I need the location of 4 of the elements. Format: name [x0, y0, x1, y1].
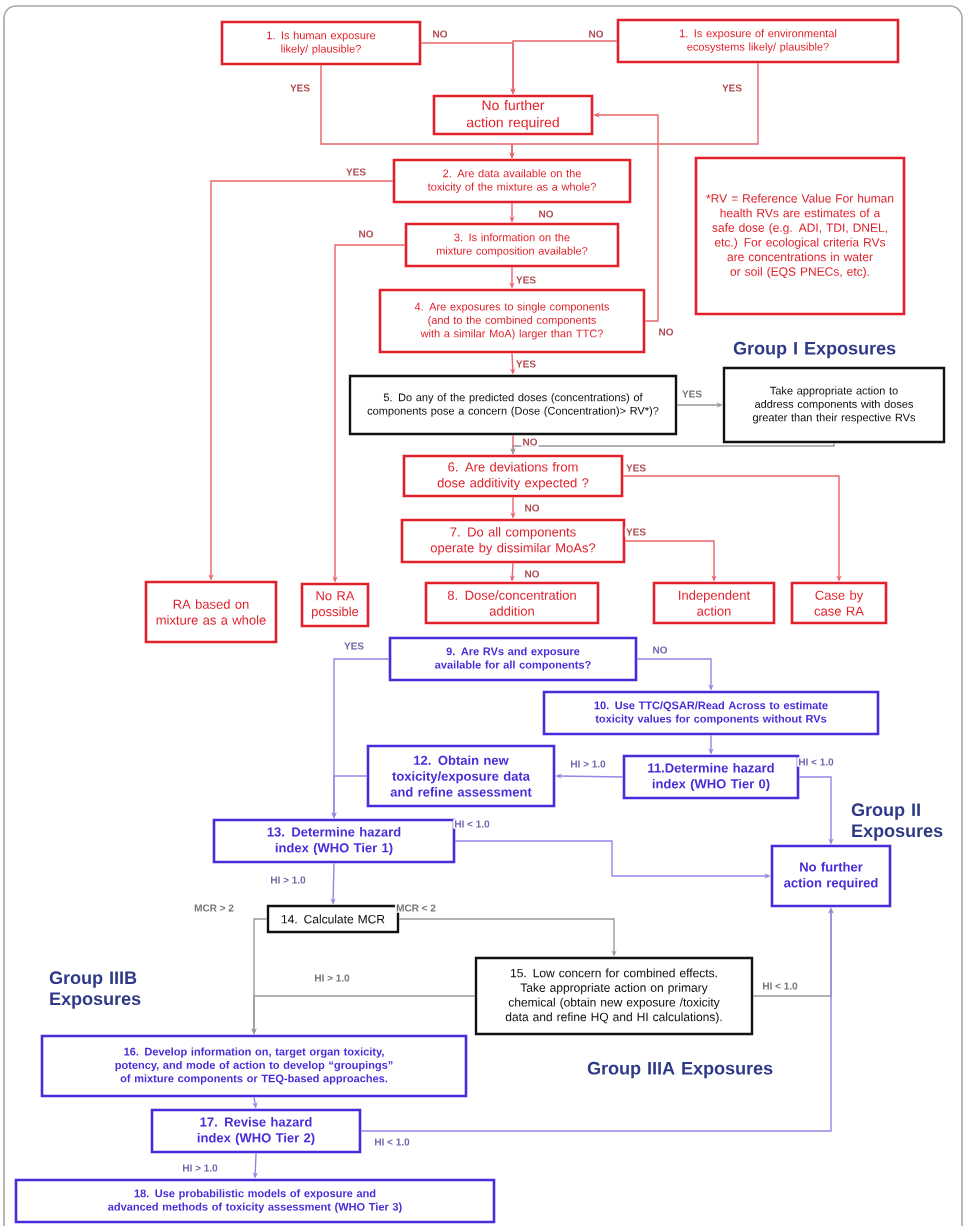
group-label: Group IIIA Exposures — [587, 1061, 773, 1079]
group-label: Group II Exposures — [851, 803, 943, 841]
group-label: Group I Exposures — [733, 341, 896, 359]
group-label: Group IIIB Exposures — [49, 971, 141, 1009]
